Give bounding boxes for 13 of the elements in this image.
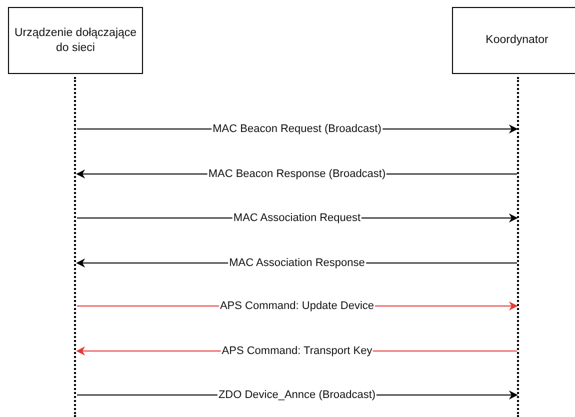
participant-label: Urządzenie dołączające do sieci <box>13 26 138 55</box>
edge-label: ZDO Device_Annce (Broadcast) <box>217 388 377 402</box>
edge-label: MAC Beacon Request (Broadcast) <box>212 122 382 136</box>
edge-label: APS Command: Update Device <box>218 300 376 312</box>
participant-box <box>8 7 143 74</box>
participant-label: Koordynator <box>484 33 550 48</box>
edge-label: MAC Beacon Response (Broadcast) <box>207 168 387 180</box>
participant-box <box>452 7 575 74</box>
edge-label: MAC Association Request <box>232 212 362 224</box>
lifeline <box>517 77 520 417</box>
edge-label: MAC Association Response <box>228 256 366 270</box>
edge-label: APS Command: Transport Key <box>220 344 374 358</box>
lifeline <box>74 77 77 417</box>
